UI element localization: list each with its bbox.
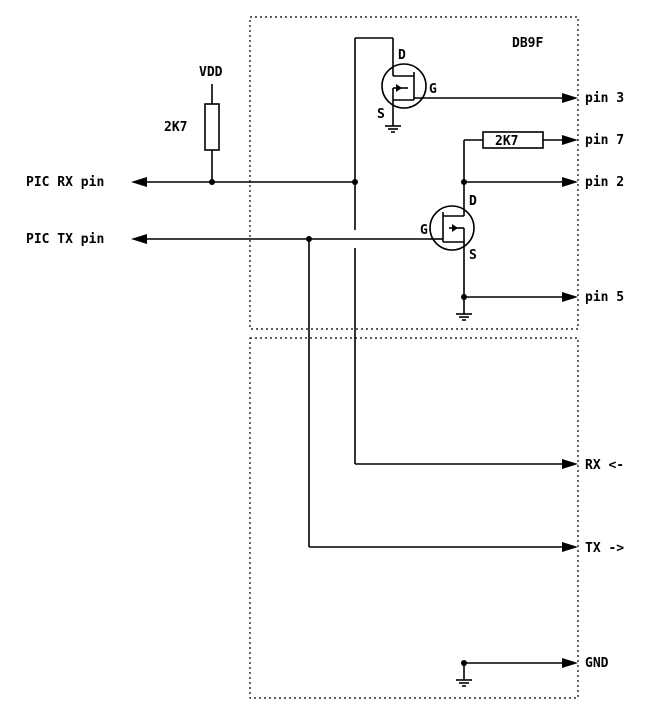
mosfet-top-source: S [377,107,385,122]
connector-label: DB9F [512,36,543,51]
pin2-arrow [562,177,578,187]
mosfet-top-gate: G [429,82,437,97]
pin3-label: pin 3 [585,91,624,106]
mosfet-top [381,38,562,133]
rx-label: RX <- [585,458,624,473]
pin7-arrow [562,135,578,145]
pin3-arrow [562,93,578,103]
pin5-arrow [562,292,578,302]
pic-tx-arrow [131,234,147,244]
lower-box [249,337,579,699]
pic-rx-arrow [131,177,147,187]
pin7-label: pin 7 [585,133,624,148]
pin5-label: pin 5 [585,290,624,305]
pic-rx-label: PIC RX pin [26,175,104,190]
junction-dot [209,179,215,185]
vdd-label: VDD [199,65,223,80]
mosfet-bottom-gate: G [420,223,428,238]
pullup-resistor [204,103,220,151]
mosfet-bottom-source: S [469,248,477,263]
ground-symbol [456,297,472,321]
mosfet-bottom [429,182,475,297]
rx-arrow [562,459,578,469]
tx-arrow [562,542,578,552]
pic-tx-label: PIC TX pin [26,232,104,247]
gnd-arrow [562,658,578,668]
gnd-label: GND [585,656,609,671]
ground-symbol [456,663,472,687]
mosfet-bottom-drain: D [469,194,477,209]
tx-label: TX -> [585,541,624,556]
mosfet-top-drain: D [398,48,406,63]
pullup-resistor-label: 2K7 [164,120,187,135]
db9f-box [249,16,579,330]
pin2-label: pin 2 [585,175,624,190]
series-resistor-label: 2K7 [495,134,518,149]
